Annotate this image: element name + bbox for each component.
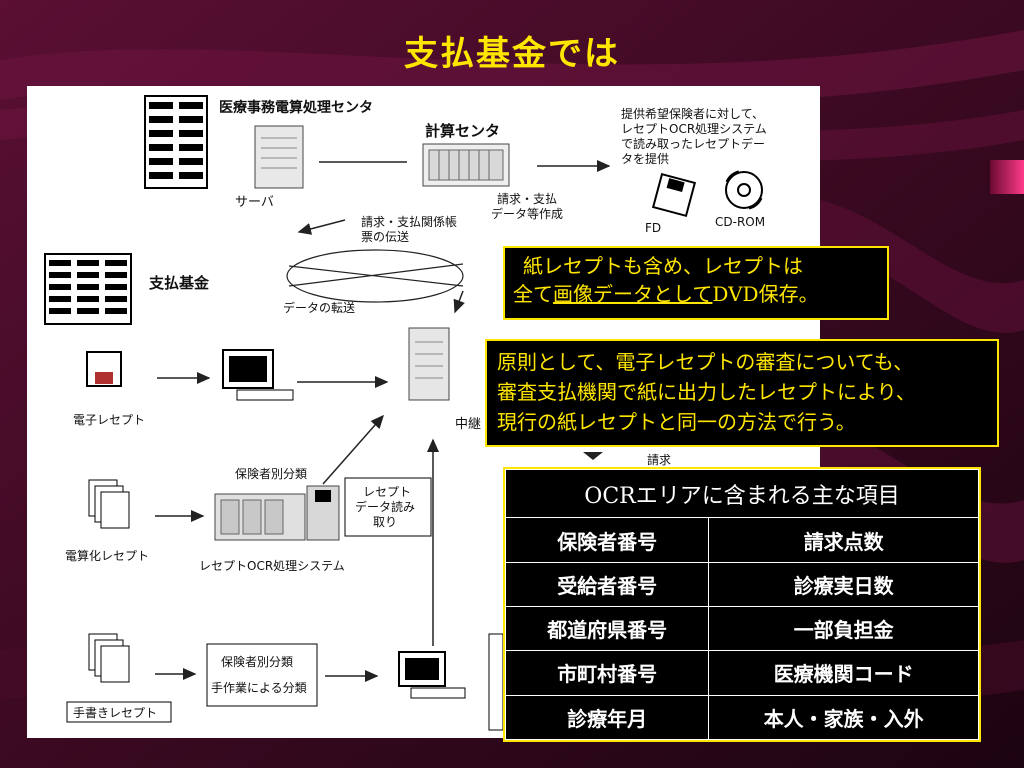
- ocr-table: OCRエリアに含まれる主な項目 保険者番号 請求点数 受給者番号 診療実日数 都…: [504, 468, 979, 741]
- table-cell: 診療実日数: [708, 561, 979, 608]
- callout1-suffix: DVD保存。: [712, 282, 819, 306]
- table-cell: 本人・家族・入外: [708, 694, 979, 741]
- arrow-to-server: [297, 219, 346, 235]
- document-stack-icon: [88, 479, 130, 529]
- fd-label: FD: [645, 221, 661, 235]
- table-row: 診療年月 本人・家族・入外: [504, 694, 979, 741]
- table-cell: 請求点数: [708, 517, 979, 563]
- table-row: 市町村番号 医療機関コード: [504, 650, 979, 696]
- read-label-1: レセプト: [363, 485, 411, 499]
- manual-sort-box: [206, 643, 318, 707]
- calc-output-label-2: データ等作成: [491, 206, 563, 221]
- server-label: サーバ: [235, 195, 274, 210]
- arrow-to-relay: [453, 290, 465, 314]
- ocr-system-label: レセプトOCR処理システム: [199, 559, 345, 573]
- callout1-line1: 紙レセプトも含め、レセプトは: [523, 254, 803, 278]
- read-box: [344, 477, 432, 537]
- provide-text-line-2: レセプトOCR処理システム: [621, 122, 767, 136]
- callout1-underlined: 画像データとして: [553, 282, 713, 306]
- table-cell: 診療年月: [504, 694, 710, 741]
- relay-server-icon: [408, 327, 450, 401]
- floppy-disk-icon-2: [86, 351, 122, 387]
- table-row: 保険者番号 請求点数: [504, 517, 979, 563]
- diagram-canvas: 医療事務電算処理センタ サーバ 計算センタ 請求・支払 データ等作成: [44, 95, 767, 731]
- computer-receipt-label: 電算化レセプト: [65, 548, 149, 563]
- table-header: OCRエリアに含まれる主な項目: [505, 468, 979, 519]
- table-row: 都道府県番号 一部負担金: [504, 606, 979, 652]
- review-principle-callout: 原則として、電子レセプトの審査についても、 審査支払機関で紙に出力したレセプトに…: [485, 339, 999, 447]
- table-row: 受給者番号 診療実日数: [504, 561, 979, 608]
- callout1-prefix: 全て: [513, 282, 553, 306]
- provide-text-line-1: 提供希望保険者に対して、: [621, 106, 764, 121]
- table-cell: 都道府県番号: [504, 606, 710, 652]
- provide-text-line-4: タを提供: [621, 151, 669, 166]
- claim-partial-label: 請求: [647, 453, 671, 467]
- computer-icon-2: [398, 651, 466, 699]
- building-icon-2: [44, 253, 132, 325]
- table-cell: 受給者番号: [504, 561, 710, 608]
- callout2-line3: 現行の紙レセプトと同一の方法で行う。: [497, 410, 856, 434]
- callout2-line2: 審査支払機関で紙に出力したレセプトにより、: [497, 380, 916, 404]
- cd-rom-icon: [725, 170, 763, 210]
- manual-sort-label-1: 保険者別分類: [221, 655, 293, 669]
- table-header-row: OCRエリアに含まれる主な項目: [505, 468, 979, 519]
- decorative-accent: [990, 160, 1024, 194]
- shiharai-label: 支払基金: [148, 274, 210, 292]
- calc-output-label-1: 請求・支払: [497, 192, 557, 206]
- insurer-sort-label: 保険者別分類: [235, 467, 307, 481]
- handwritten-receipt-label: 手書きレセプト: [73, 706, 157, 720]
- ocr-items-table: OCRエリアに含まれる主な項目 保険者番号 請求点数 受給者番号 診療実日数 都…: [503, 467, 981, 742]
- table-cell: 保険者番号: [504, 517, 710, 563]
- document-stack-icon-2: [88, 633, 130, 683]
- handwritten-label-box: [66, 701, 172, 723]
- read-label-3: 取り: [373, 515, 397, 529]
- mainframe-icon: [422, 143, 510, 187]
- provide-text-block: 提供希望保険者に対して、 レセプトOCR処理システム で読み取ったレセプトデー …: [621, 106, 767, 166]
- ocr-machine-icon: [214, 485, 340, 541]
- transfer-label-2: 票の伝送: [361, 229, 409, 244]
- transfer-label-1: 請求・支払関係帳: [361, 215, 457, 229]
- manual-sort-label-2: 手作業による分類: [211, 681, 307, 695]
- medical-center-label: 医療事務電算処理センタ: [219, 99, 373, 116]
- floppy-disk-icon: [651, 172, 697, 218]
- table-cell: 医療機関コード: [708, 650, 979, 696]
- data-transfer-label: データの転送: [283, 300, 355, 315]
- table-cell: 市町村番号: [504, 650, 710, 696]
- callout1-line2: 全て画像データとしてDVD保存。: [513, 280, 879, 308]
- relay-label: 中継: [455, 417, 481, 432]
- server-icon: [254, 125, 304, 189]
- read-label-2: データ読み: [355, 499, 415, 514]
- callout2-line1: 原則として、電子レセプトの審査についても、: [497, 350, 914, 374]
- provide-text-line-3: で読み取ったレセプトデー: [621, 136, 765, 151]
- calc-center-label: 計算センタ: [425, 122, 500, 140]
- cd-rom-label: CD-ROM: [715, 215, 765, 229]
- electronic-receipt-label: 電子レセプト: [73, 413, 145, 427]
- computer-icon: [222, 349, 294, 401]
- arrow-to-relay-2: [322, 414, 384, 485]
- down-arrow-marker: [583, 452, 603, 460]
- table-cell: 一部負担金: [708, 606, 979, 652]
- building-icon: [144, 95, 208, 189]
- slide-title: 支払基金では: [404, 34, 620, 74]
- partial-box: [488, 633, 504, 731]
- dvd-storage-callout: 紙レセプトも含め、レセプトは 全て画像データとしてDVD保存。: [503, 246, 889, 320]
- network-ellipse: [286, 249, 464, 303]
